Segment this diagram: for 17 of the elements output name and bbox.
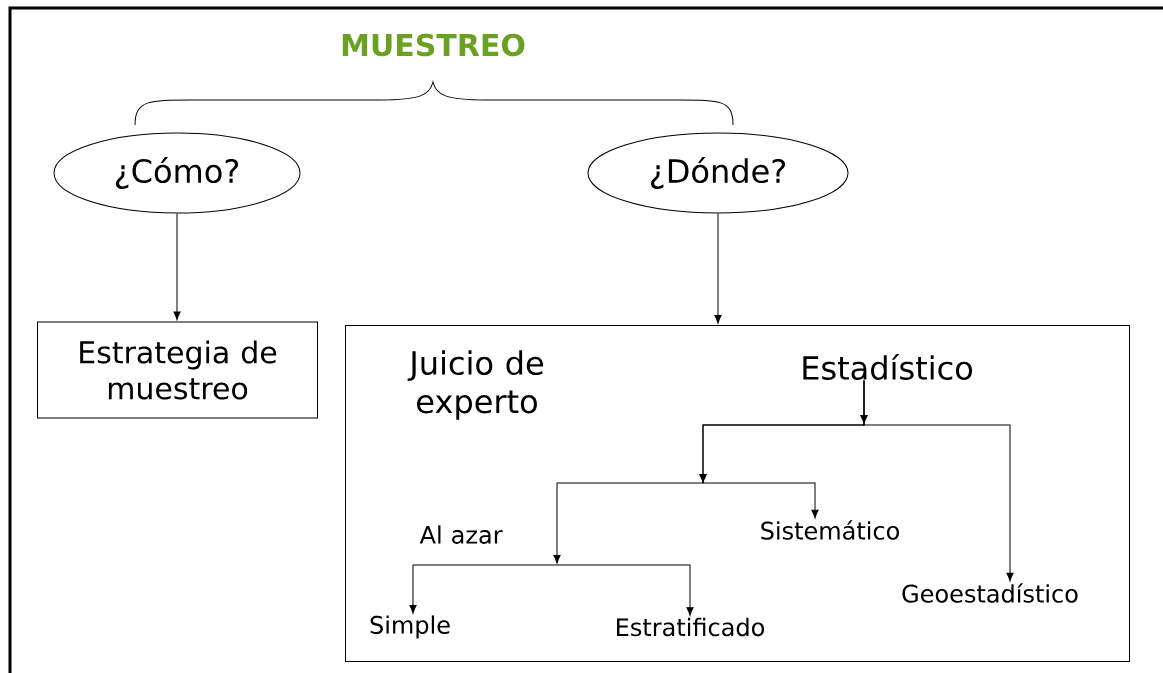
- process-box: Estrategia de muestreo: [37, 321, 318, 419]
- category-label: Juicio de experto: [407, 350, 543, 420]
- arrow: [863, 379, 1014, 582]
- oval-node: ¿Cómo?: [53, 132, 301, 214]
- category-label: Simple: [370, 615, 450, 639]
- category-label: Al azar: [419, 525, 503, 544]
- category-label: Estadístico: [803, 353, 973, 380]
- group-box: [345, 325, 1130, 662]
- title: MUESTREO: [342, 33, 525, 57]
- arrow: [714, 213, 722, 324]
- arrow: [409, 564, 558, 614]
- category-label: Estratificado: [617, 617, 765, 637]
- arrow: [173, 213, 181, 321]
- oval-node: ¿Dónde?: [587, 132, 849, 214]
- arrow: [556, 564, 694, 616]
- category-label: Geoestadístico: [902, 583, 1078, 603]
- category-label: Sistemático: [761, 520, 899, 540]
